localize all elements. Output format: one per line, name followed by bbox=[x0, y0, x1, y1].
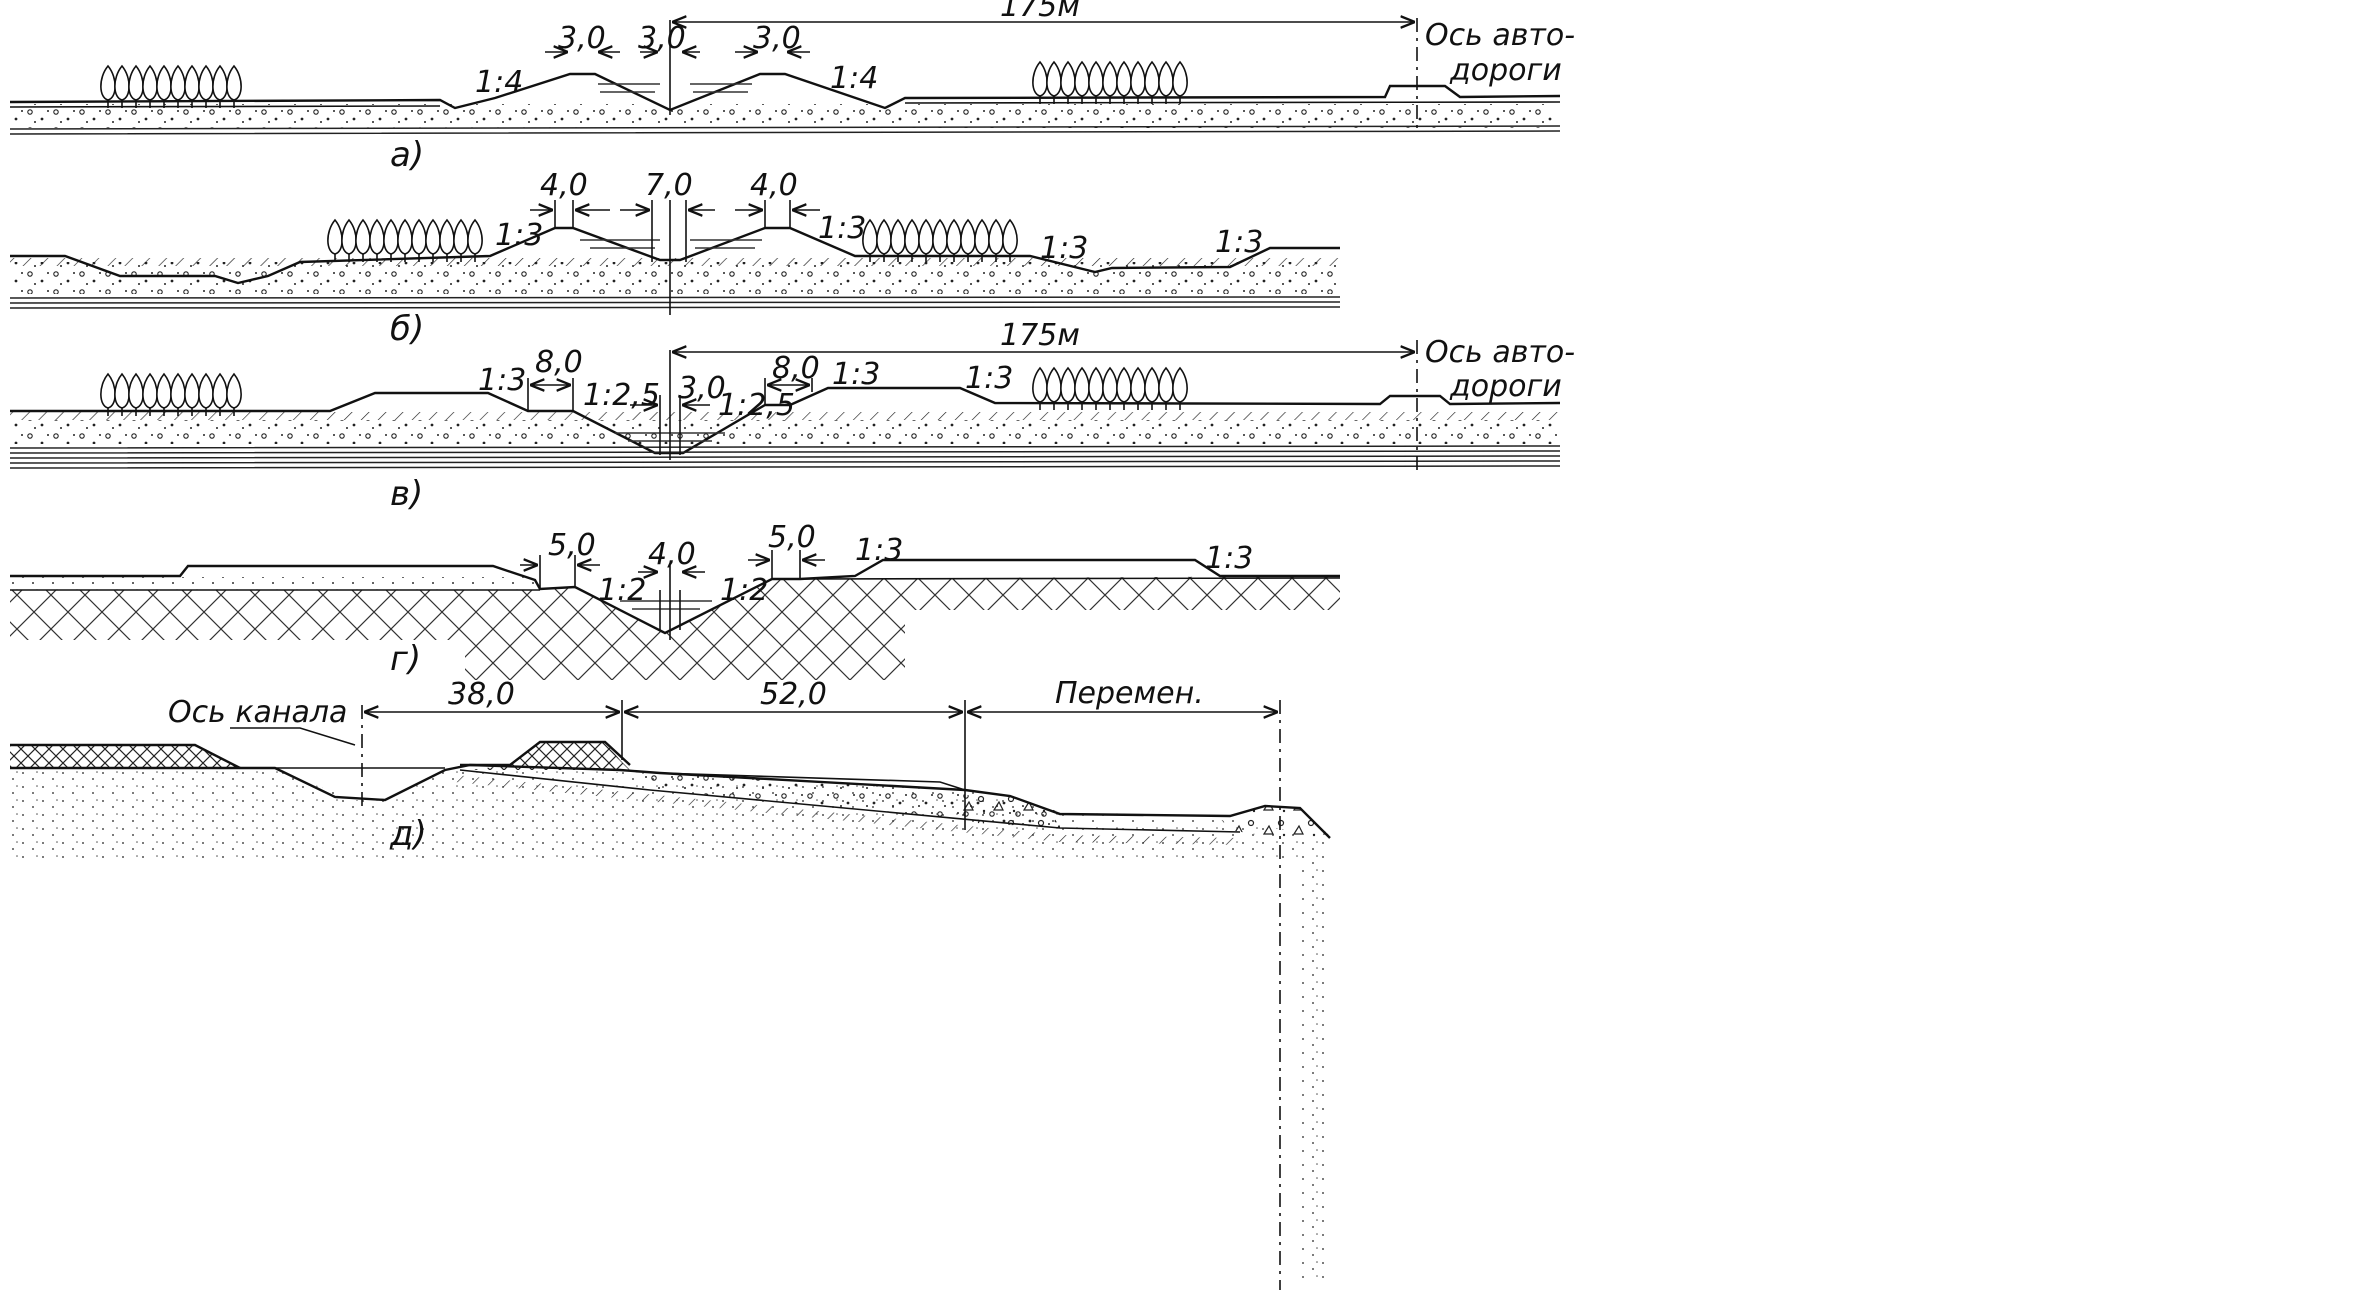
panel-a: 3,0 3,0 3,0 175м 1:4 1:4 Ось авто- дорог… bbox=[9, 0, 1575, 175]
dimension-label: Перемен. bbox=[1055, 676, 1204, 711]
dimension-label: 8,0 bbox=[772, 351, 820, 386]
road-axis-label: дороги bbox=[1449, 369, 1562, 404]
slope-label: 1:4 bbox=[830, 61, 878, 96]
slope-label: 1:2,5 bbox=[583, 378, 660, 413]
canal-axis-label: Ось канала bbox=[168, 695, 347, 730]
panel-b: 4,0 7,0 4,0 1:3 1:3 1:3 1:3 б) bbox=[9, 168, 1341, 349]
dimension-label: 4,0 bbox=[750, 168, 798, 203]
slope-label: 1:3 bbox=[1040, 231, 1088, 266]
dimension-label: 3,0 bbox=[558, 21, 606, 56]
slope-label: 1:3 bbox=[855, 533, 903, 568]
road-axis-label: дороги bbox=[1449, 53, 1562, 88]
slope-label: 1:2 bbox=[720, 573, 768, 608]
panel-v: 8,0 3,0 8,0 175м 1:3 1:2,5 1:2,5 1:3 1:3… bbox=[9, 318, 1575, 514]
panel-d: 38,0 52,0 Перемен. Ось канала д) bbox=[10, 676, 1331, 1290]
dimension-label: 5,0 bbox=[548, 528, 596, 563]
dimension-label: 3,0 bbox=[638, 21, 686, 56]
slope-label: 1:3 bbox=[965, 361, 1013, 396]
slope-label: 1:3 bbox=[495, 218, 543, 253]
slope-label: 1:3 bbox=[832, 357, 880, 392]
dimension-label: 8,0 bbox=[535, 345, 583, 380]
slope-label: 1:4 bbox=[475, 65, 523, 100]
slope-label: 1:2,5 bbox=[718, 388, 795, 423]
panel-caption: д) bbox=[389, 814, 427, 854]
panel-caption: г) bbox=[390, 639, 421, 679]
panel-caption: а) bbox=[390, 135, 424, 175]
dimension-label: 4,0 bbox=[540, 168, 588, 203]
dimension-label: 7,0 bbox=[645, 168, 693, 203]
dimension-label: 175м bbox=[1000, 318, 1080, 353]
panel-caption: б) bbox=[390, 309, 424, 349]
slope-label: 1:3 bbox=[1205, 541, 1253, 576]
trees-left-v bbox=[100, 373, 242, 417]
road-axis-label: Ось авто- bbox=[1425, 18, 1575, 53]
slope-label: 1:3 bbox=[818, 211, 866, 246]
road-axis-label: Ось авто- bbox=[1425, 335, 1575, 370]
dimension-label: 3,0 bbox=[678, 371, 726, 406]
slope-label: 1:3 bbox=[478, 363, 526, 398]
dimension-label: 4,0 bbox=[648, 537, 696, 572]
slope-label: 1:3 bbox=[1215, 225, 1263, 260]
dimension-label: 175м bbox=[1000, 0, 1080, 24]
dimension-label: 38,0 bbox=[448, 677, 515, 712]
dimension-label: 5,0 bbox=[768, 520, 816, 555]
panel-g: 5,0 4,0 5,0 1:2 1:2 1:3 1:3 г) bbox=[10, 520, 1341, 680]
panel-caption: в) bbox=[390, 474, 423, 514]
trees-left-b bbox=[327, 219, 483, 263]
slope-label: 1:2 bbox=[598, 573, 646, 608]
dimension-label: 3,0 bbox=[753, 21, 801, 56]
dimension-label: 52,0 bbox=[760, 677, 827, 712]
